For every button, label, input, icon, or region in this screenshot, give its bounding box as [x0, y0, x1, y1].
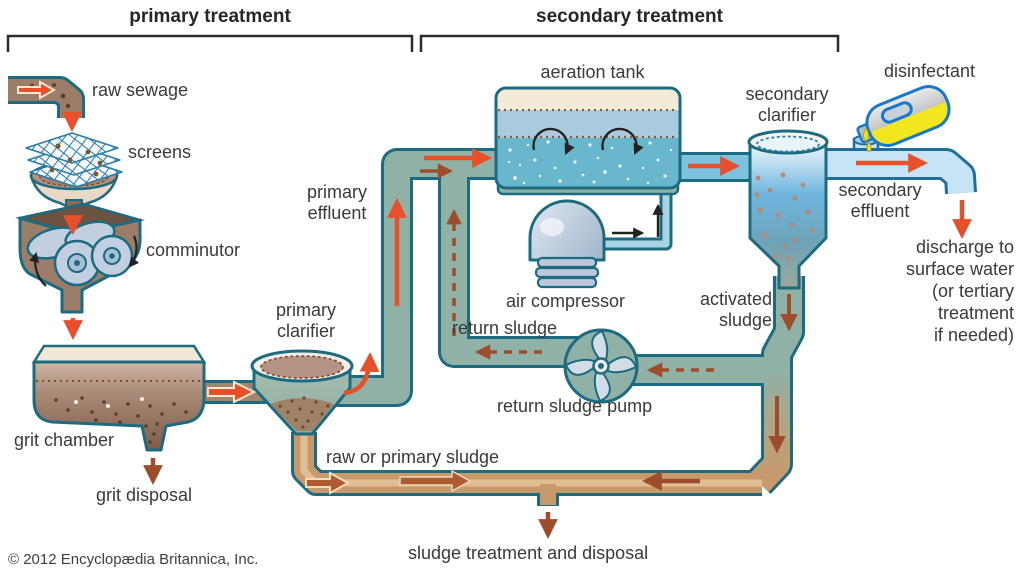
label-sludge-treatment: sludge treatment and disposal: [408, 543, 649, 563]
label-aeration-tank: aeration tank: [540, 62, 645, 82]
air-compressor-graphic: [528, 199, 606, 289]
label-return-sludge: return sludge: [452, 318, 558, 338]
sludge-pipe-highlight: [300, 432, 762, 487]
label-screens: screens: [128, 142, 192, 162]
grit-outlet-arrow: [207, 380, 257, 404]
label-primary-clarifier: primary clarifier: [275, 300, 336, 341]
label-return-sludge-pump: return sludge pump: [497, 396, 653, 416]
aeration-tank-graphic: [494, 86, 682, 190]
label-air-compressor: air compressor: [505, 291, 626, 311]
secondary-treatment-bracket: [419, 34, 840, 52]
mixing-arrows: [532, 127, 644, 156]
label-primary-effluent: primary effluent: [306, 182, 367, 223]
label-secondary-clarifier: secondary clarifier: [745, 84, 829, 125]
comminutor-graphic: [15, 202, 145, 314]
grit-specks: [54, 396, 188, 444]
label-secondary-effluent: secondary effluent: [838, 180, 922, 221]
sludge-flow-arrow: [399, 469, 472, 493]
grit-chamber-graphic: [31, 344, 207, 452]
aeration-bubbles: [507, 139, 673, 185]
air-pipe: [599, 194, 670, 248]
roller-rotation-arrows: [29, 235, 140, 287]
flow-arrows: [17, 80, 972, 539]
label-comminutor: comminutor: [146, 240, 241, 260]
primary-sediment-dots: [278, 396, 330, 429]
disinfectant-jug: [856, 85, 951, 153]
secondary-treatment-header: secondary treatment: [536, 6, 723, 27]
copyright-notice: © 2012 Encyclopædia Britannica, Inc.: [8, 551, 259, 568]
primary-treatment-bracket: [6, 34, 414, 52]
raw-sewage-arrow: [17, 80, 57, 100]
primary-treatment-header: primary treatment: [129, 6, 291, 27]
secondary-clarifier-graphic: [747, 129, 829, 290]
primary-clarifier-graphic: [250, 349, 354, 436]
label-raw-sewage: raw sewage: [92, 80, 189, 100]
secondary-sediment-dots: [754, 172, 815, 261]
return-sludge-pump-graphic: [563, 328, 639, 404]
primary-sludge-arrow: [305, 471, 351, 495]
label-grit-chamber: grit chamber: [14, 430, 115, 450]
label-grit-disposal: grit disposal: [96, 485, 193, 505]
label-raw-or-primary-sludge: raw or primary sludge: [326, 447, 500, 467]
label-discharge: discharge to surface water (or tertiary …: [905, 237, 1014, 345]
screen-debris: [49, 143, 103, 177]
label-activated-sludge: activated sludge: [699, 289, 772, 330]
screens-graphic: [25, 132, 123, 188]
label-disinfectant: disinfectant: [884, 61, 976, 81]
